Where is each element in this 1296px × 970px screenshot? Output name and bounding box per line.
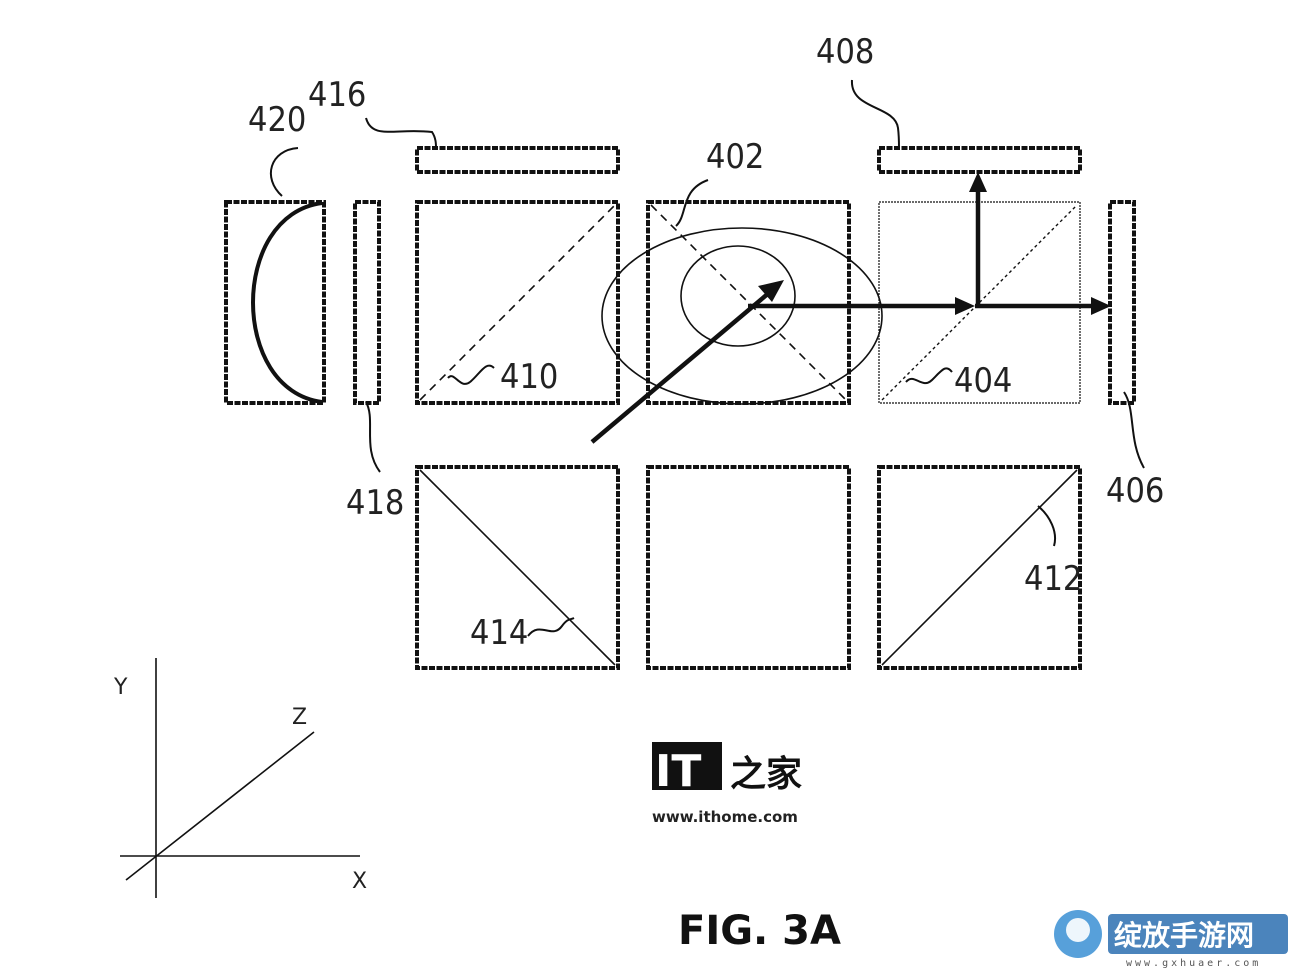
label-418: 418 [346, 483, 404, 523]
leader-412 [1037, 505, 1056, 547]
leader-410 [447, 364, 495, 385]
ithome-logo-cn: 之家 [730, 754, 802, 795]
element-414-diagonal [419, 469, 616, 666]
site-watermark-url: www.gxhuaer.com [1126, 958, 1261, 969]
leader-402 [675, 179, 709, 227]
element-406-slab [1108, 200, 1136, 405]
axis-y-label: Y [113, 675, 128, 700]
beam-incident-arrowhead [758, 280, 784, 302]
site-watermark-banner [1108, 914, 1288, 954]
ithome-logo-text: IT [655, 746, 701, 797]
leader-418 [365, 401, 381, 473]
label-416: 416 [308, 75, 366, 115]
element-412-cube [877, 465, 1082, 670]
element-410-diagonal [419, 204, 616, 401]
site-watermark-cn: 绽放手游网 [1114, 919, 1254, 952]
bottom-center-cube [646, 465, 851, 670]
ithome-logo-block [652, 742, 722, 790]
label-412: 412 [1024, 559, 1082, 599]
label-414: 414 [470, 613, 528, 653]
leader-408 [850, 79, 900, 149]
element-402-diagonal [650, 204, 847, 401]
beam-horizontal-2-arrowhead [1091, 297, 1111, 315]
element-408-plate [877, 146, 1082, 174]
element-416-plate [415, 146, 620, 174]
element-402-inner-circle [680, 245, 796, 347]
axis-x-label: X [352, 869, 367, 894]
element-412-diagonal [881, 469, 1078, 666]
beam-horizontal-1-arrowhead [955, 297, 975, 315]
ithome-watermark: IT 之家 www.ithome.com [652, 742, 802, 826]
label-408: 408 [816, 32, 874, 72]
element-420-curve [251, 201, 323, 404]
figure-caption: FIG. 3A [678, 908, 841, 954]
element-420-box [224, 200, 326, 405]
axis-z-label: Z [292, 705, 307, 730]
leader-420 [269, 147, 299, 197]
ithome-url: www.ithome.com [652, 808, 798, 826]
beam-incident [590, 290, 772, 444]
element-418-slab [353, 200, 381, 405]
beam-vertical-arrowhead [969, 172, 987, 192]
element-402-cube [646, 200, 851, 405]
leader-416 [365, 117, 437, 149]
leader-414 [527, 617, 575, 637]
element-402-outer-ellipse [601, 227, 883, 405]
leader-406 [1123, 391, 1145, 469]
site-watermark: 绽放手游网 www.gxhuaer.com [1054, 910, 1288, 969]
element-410-cube [415, 200, 620, 405]
label-410: 410 [500, 357, 558, 397]
element-414-cube [415, 465, 620, 670]
element-404-diagonal [881, 204, 1078, 401]
label-404: 404 [954, 361, 1012, 401]
label-420: 420 [248, 100, 306, 140]
label-402: 402 [706, 137, 764, 177]
leader-404 [905, 367, 953, 385]
label-406: 406 [1106, 471, 1164, 511]
axis-z-line [125, 731, 315, 881]
